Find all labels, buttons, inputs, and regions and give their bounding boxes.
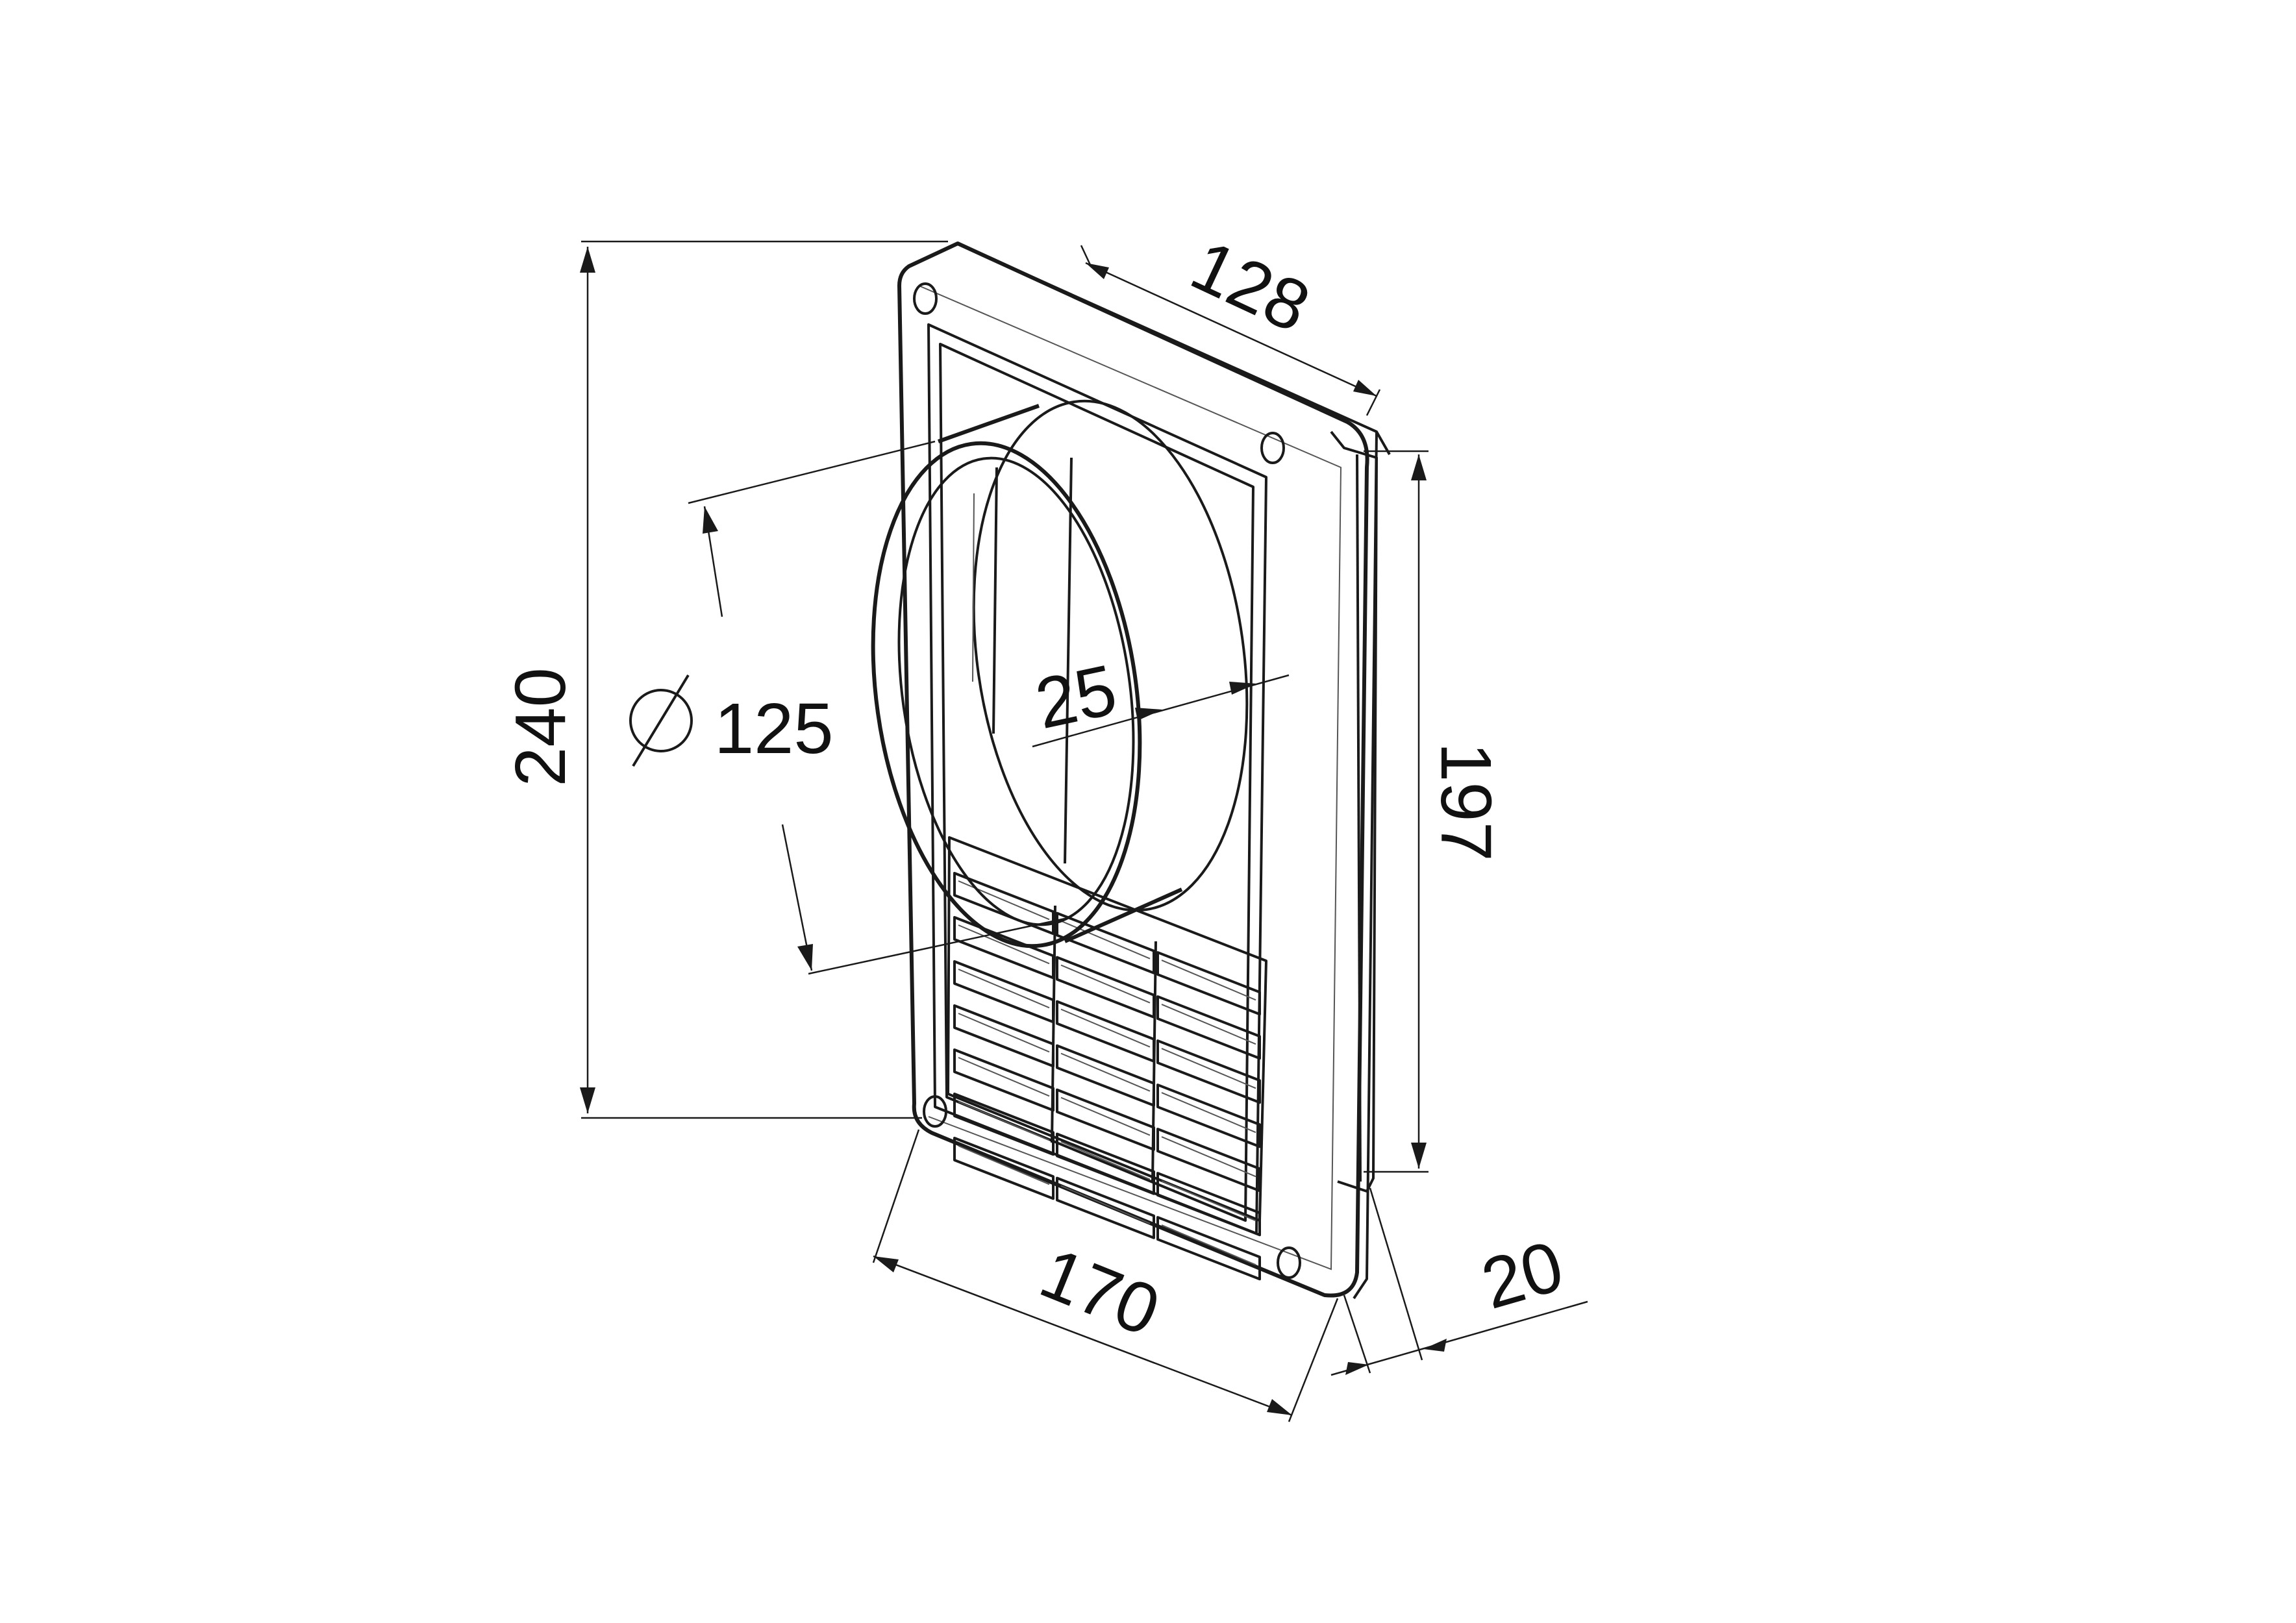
louvre-slat: [953, 872, 1054, 935]
louvre-slat-edge: [1161, 1004, 1256, 1045]
louvre-divider-2: [1151, 941, 1157, 1182]
louvre-slat-edge: [1161, 1048, 1256, 1089]
spigot-back-rim: [972, 399, 1249, 912]
screw-hole-bottom-left: [923, 1095, 947, 1128]
dim-label-25: 25: [1029, 649, 1123, 744]
louvre-slat: [1156, 995, 1261, 1060]
louvre-divider-1: [1051, 905, 1056, 1143]
arrow-197-bottom: [1411, 1143, 1427, 1169]
louvre-slat: [1056, 1132, 1155, 1195]
dim-label-197: 197: [1426, 742, 1506, 861]
louvre-slat-edge: [1060, 920, 1151, 960]
ext-128-left: [1080, 245, 1092, 267]
dim-label-128: 128: [1180, 225, 1321, 347]
louvre-slat-edge: [1060, 964, 1151, 1004]
dim-label-240: 240: [501, 667, 580, 787]
screw-hole-top-left: [913, 282, 938, 315]
ext-170-right: [1288, 1298, 1339, 1422]
louvre-slat: [1056, 911, 1155, 974]
arrow-125-top: [703, 506, 718, 534]
louvre-slat: [953, 1004, 1054, 1068]
louvre-slat-edge: [1161, 960, 1256, 1001]
arrow-240-top: [580, 247, 595, 273]
arrow-240-bottom: [580, 1087, 595, 1113]
ext-20-left: [1343, 1295, 1371, 1374]
arrow-170-left: [873, 1256, 899, 1272]
louvre-slat-edge: [958, 1013, 1050, 1053]
spigot-front-rim-outer: [871, 441, 1142, 948]
frame-highlight: [918, 285, 1342, 1270]
louvre-slat-edge: [1060, 1141, 1151, 1180]
ext-170-left: [872, 1129, 920, 1263]
louvre-slat-edge: [1161, 1136, 1256, 1178]
louvre-slat-edge: [1060, 1052, 1151, 1092]
arrow-20-right: [1423, 1339, 1447, 1352]
arrow-25-left: [1135, 708, 1162, 721]
louvre-slat: [1156, 1084, 1261, 1148]
arrow-25-right: [1229, 682, 1256, 695]
rear-plate-edge: [1356, 454, 1362, 1182]
louvre-slat-edge: [958, 1101, 1050, 1141]
louvre-slat: [1156, 951, 1261, 1016]
round-spigot: [871, 399, 1249, 948]
ext-125-bottom: [808, 917, 1066, 975]
ext-128-right: [1366, 389, 1381, 416]
arrow-128-left: [1086, 263, 1109, 279]
arrow-20-left: [1345, 1362, 1369, 1375]
spigot-tangent-top: [937, 404, 1040, 443]
arrow-197-top: [1411, 454, 1427, 480]
louvre-slat-edge: [1161, 1092, 1256, 1134]
louvre-slat-edge: [958, 1057, 1050, 1097]
spigot-inner-line-2: [1064, 457, 1073, 864]
louvre-slat-edge: [1060, 1096, 1151, 1136]
louvre-slat: [1056, 1176, 1155, 1239]
dim-170-line: [873, 1255, 1293, 1417]
louvre-slat-edge: [958, 1145, 1050, 1185]
screw-hole-bottom-right: [1277, 1246, 1301, 1279]
louvre-slat-edge: [958, 969, 1050, 1009]
dim-20-line: [1330, 1300, 1588, 1376]
arrow-170-right: [1267, 1399, 1292, 1415]
grille-body: [897, 242, 1391, 1300]
spigot-tangent-bottom: [1064, 887, 1183, 943]
louvre-slat-edge: [1161, 1224, 1256, 1266]
frame-side-edge: [1353, 431, 1378, 1300]
louvre-slat: [1156, 1172, 1261, 1237]
spigot-inner-line-1: [992, 467, 998, 734]
louvre-slat: [953, 1137, 1054, 1200]
dim-128-line: [1085, 262, 1377, 397]
spigot-inner-line-3: [972, 493, 975, 682]
arrow-128-right: [1353, 380, 1377, 396]
ext-125-top: [688, 440, 936, 504]
louvre-slat-edge: [958, 924, 1050, 965]
spigot-front-rim-inner: [897, 456, 1135, 926]
louvre-slat-edge: [1060, 1008, 1151, 1048]
dim-label-170: 170: [1030, 1233, 1170, 1352]
dim-label-125: 125: [714, 689, 834, 769]
louvre-slat-edge: [1161, 1180, 1256, 1222]
ext-20-right: [1369, 1187, 1423, 1361]
diameter-icon: [629, 674, 693, 767]
louvre-slat: [953, 960, 1054, 1024]
louvre-slat-edge: [1060, 1185, 1151, 1224]
louvre-slat: [1156, 1216, 1261, 1281]
louvre-slat: [1156, 1128, 1261, 1193]
frame-inner-bevel: [927, 323, 1267, 1235]
dimension-lines: [580, 240, 1588, 1422]
frame-opening: [939, 343, 1254, 1222]
rear-plate: [1330, 430, 1378, 1193]
louvre-slat: [1156, 1039, 1261, 1104]
dim-label-20: 20: [1473, 1226, 1572, 1324]
louvre-grid: [947, 836, 1267, 1281]
frame-outer: [897, 242, 1369, 1298]
louvre-slat: [953, 1093, 1054, 1156]
screw-hole-top-right: [1260, 432, 1285, 464]
arrow-125-bottom: [797, 944, 813, 971]
louvre-rows: [953, 872, 1261, 1281]
